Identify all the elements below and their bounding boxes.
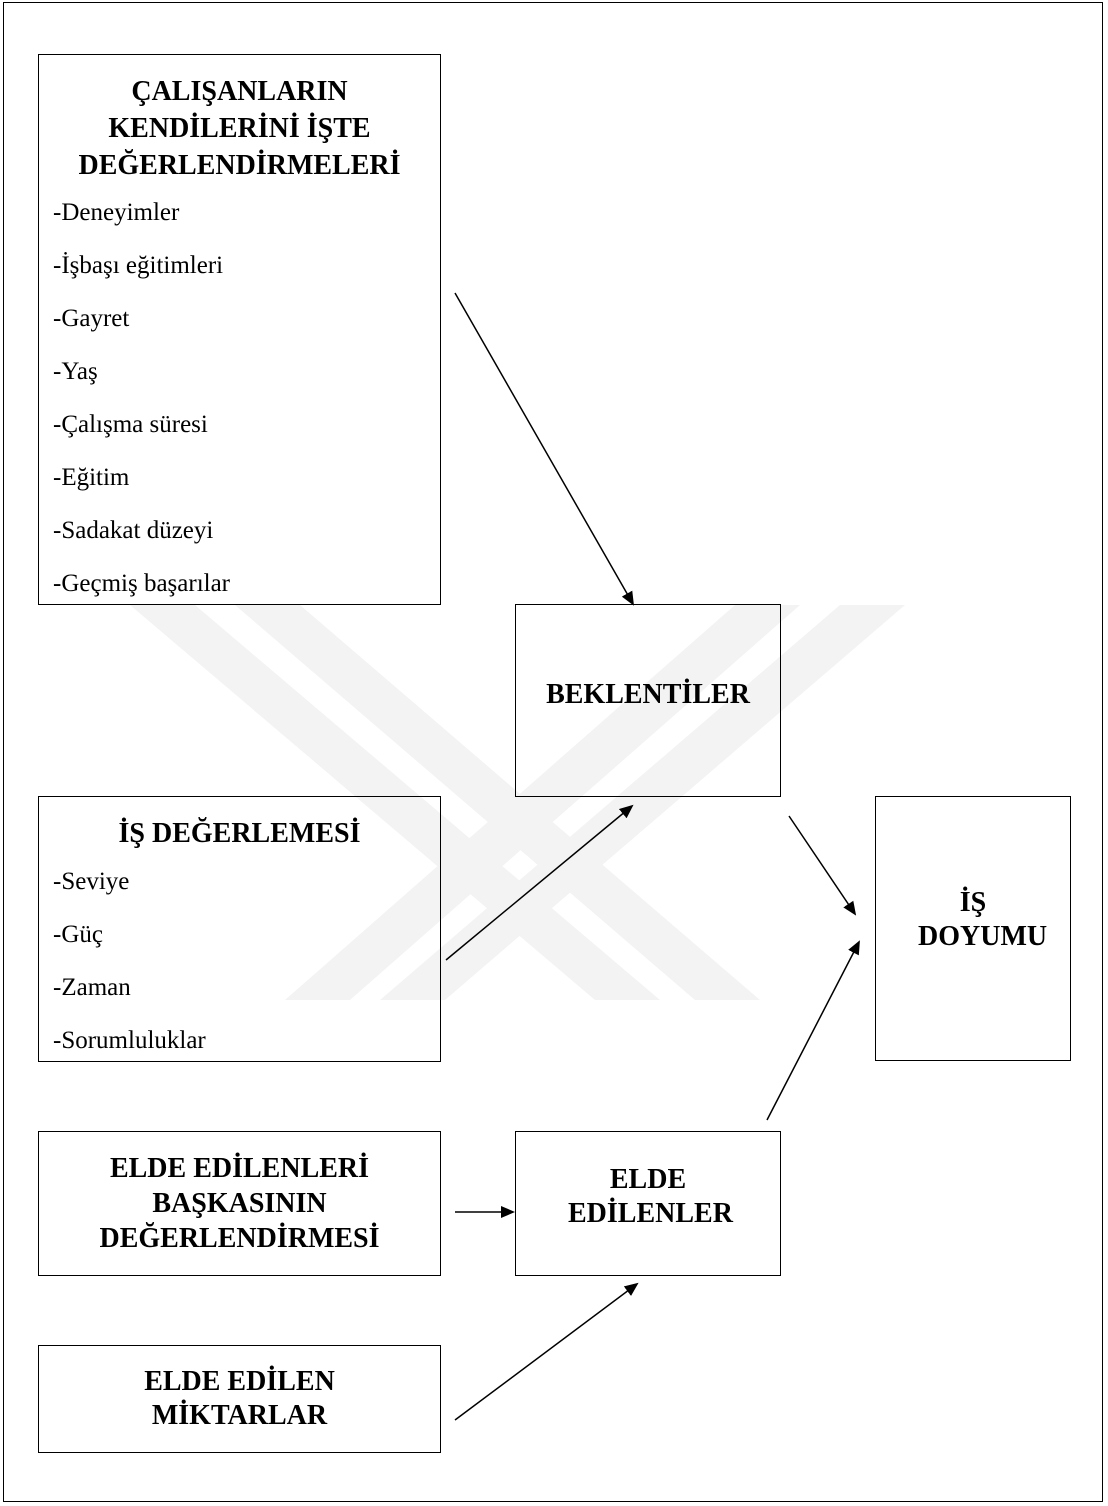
job-evaluation-title: İŞ DEĞERLEMESİ <box>118 818 361 849</box>
job-evaluation-items: -Seviye -Güç -Zaman -Sorumluluklar <box>39 855 440 1067</box>
list-item: -Zaman <box>53 974 131 1001</box>
list-item: -Güç <box>53 921 103 948</box>
job-satisfaction-title: İŞ DOYUMU <box>918 886 1048 952</box>
diagram-frame <box>3 2 1103 1502</box>
expectations-title: BEKLENTİLER <box>546 678 750 710</box>
self-evaluation-items: -Deneyimler -İşbaşı eğitimleri -Gayret -… <box>39 186 440 610</box>
list-item: -Yaş <box>53 358 98 385</box>
list-item: -Çalışma süresi <box>53 411 208 438</box>
list-item: -Sadakat düzeyi <box>53 517 214 544</box>
list-item: -Gayret <box>53 305 130 332</box>
others-evaluation-title: ELDE EDİLENLERİ BAŞKASININ DEĞERLENDİRME… <box>99 1153 380 1254</box>
expectations-box: BEKLENTİLER <box>515 604 781 797</box>
obtained-box: ELDE EDİLENLER <box>515 1131 781 1276</box>
obtained-title: ELDE EDİLENLER <box>568 1163 733 1229</box>
self-evaluation-title: ÇALIŞANLARIN KENDİLERİNİ İŞTE DEĞERLENDİ… <box>78 76 401 181</box>
list-item: -Eğitim <box>53 464 130 491</box>
job-satisfaction-box: İŞ DOYUMU <box>875 796 1071 1061</box>
list-item: -İşbaşı eğitimleri <box>53 252 224 279</box>
list-item: -Deneyimler <box>53 199 180 226</box>
obtained-amounts-box: ELDE EDİLEN MİKTARLAR <box>38 1345 441 1453</box>
job-evaluation-box: İŞ DEĞERLEMESİ -Seviye -Güç -Zaman -Soru… <box>38 796 441 1062</box>
obtained-amounts-title: ELDE EDİLEN MİKTARLAR <box>144 1366 335 1431</box>
self-evaluation-box: ÇALIŞANLARIN KENDİLERİNİ İŞTE DEĞERLENDİ… <box>38 54 441 605</box>
list-item: -Sorumluluklar <box>53 1027 206 1054</box>
list-item: -Geçmiş başarılar <box>53 570 231 597</box>
others-evaluation-box: ELDE EDİLENLERİ BAŞKASININ DEĞERLENDİRME… <box>38 1131 441 1276</box>
list-item: -Seviye <box>53 868 130 895</box>
